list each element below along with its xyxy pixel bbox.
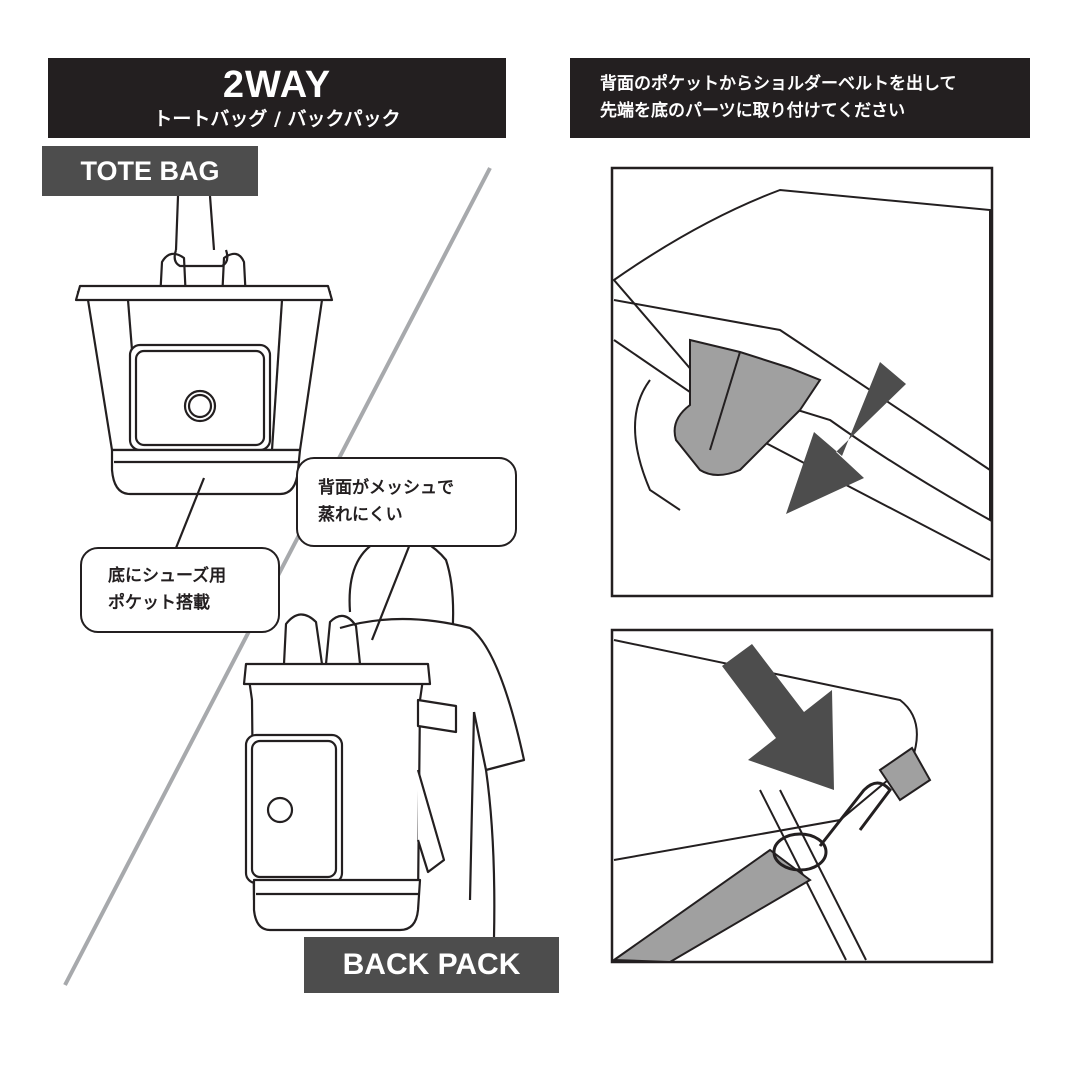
title-subtitle: トートバッグ / バックパック [153, 108, 401, 130]
title-main: 2WAY [222, 64, 332, 106]
instruction-line-2: 先端を底のパーツに取り付けてください [600, 101, 906, 121]
mesh-back-callout-line-1: 背面がメッシュで [318, 478, 454, 498]
instruction-banner: 背面のポケットからショルダーベルトを出して 先端を底のパーツに取り付けてください [570, 58, 1030, 138]
backpack-illustration [242, 535, 526, 939]
shoe-pocket-callout: 底にシューズ用 ポケット搭載 [80, 547, 280, 633]
backpack-label: BACK PACK [304, 937, 559, 993]
title-banner: 2WAY トートバッグ / バックパック [48, 58, 506, 138]
instruction-line-1: 背面のポケットからショルダーベルトを出して [600, 74, 957, 94]
detail-panel-hook-attach [610, 628, 994, 964]
mesh-back-callout: 背面がメッシュで 蒸れにくい [296, 457, 517, 547]
tote-bag-illustration [74, 195, 334, 549]
mesh-back-callout-line-2: 蒸れにくい [318, 505, 403, 525]
tote-bag-label: TOTE BAG [42, 146, 258, 196]
shoe-pocket-callout-line-2: ポケット搭載 [108, 593, 210, 613]
detail-panel-strap-out [610, 166, 994, 598]
shoe-pocket-callout-line-1: 底にシューズ用 [108, 566, 227, 586]
